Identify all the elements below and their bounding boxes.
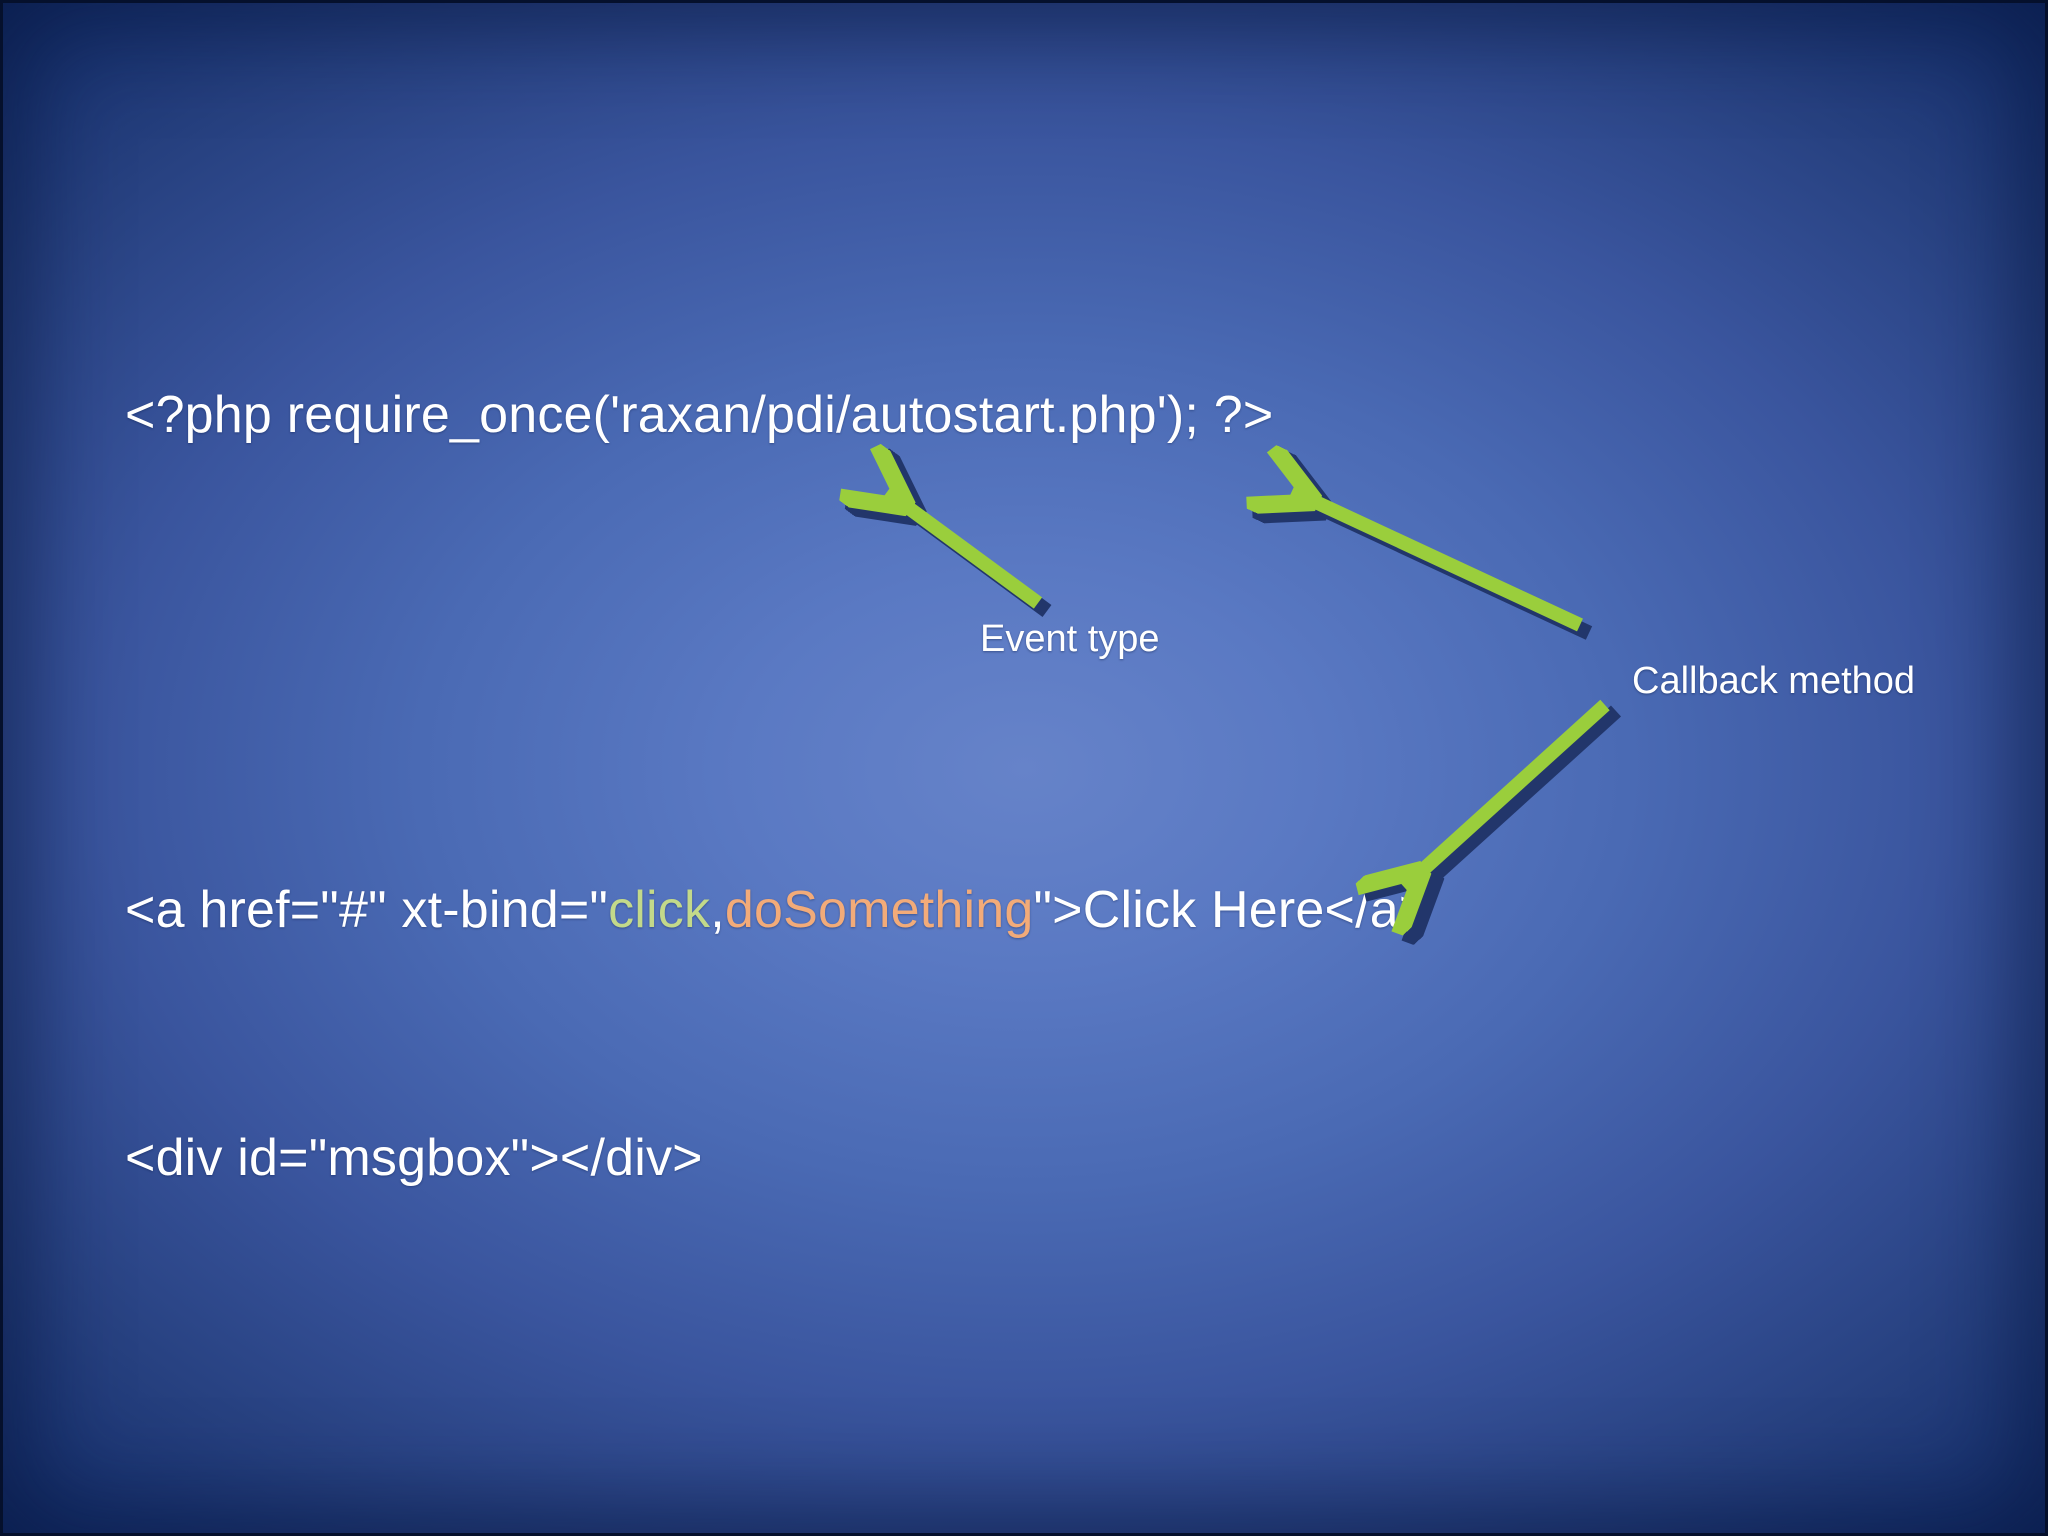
- anchor-prefix: <a href="#" xt-bind=": [125, 880, 609, 939]
- callback-method-token: doSomething: [724, 880, 1034, 939]
- code-line-msgbox-div: <div id="msgbox"></div>: [125, 1128, 703, 1187]
- code-line-anchor-tag: <a href="#" xt-bind="click,doSomething">…: [125, 880, 1945, 942]
- annotation-label-callback-method: Callback method: [1632, 660, 1916, 702]
- event-type-token: click: [608, 880, 711, 939]
- comma-separator: ,: [710, 880, 725, 939]
- annotation-label-event-type: Event type: [980, 618, 1160, 660]
- code-line-require: <?php require_once('raxan/pdi/autostart.…: [125, 385, 1274, 444]
- anchor-suffix: ">Click Here</a>: [1033, 880, 1430, 939]
- code-line-blank-2: [125, 1375, 1945, 1437]
- php-code-listing: <?php require_once('raxan/pdi/autostart.…: [125, 199, 1945, 1533]
